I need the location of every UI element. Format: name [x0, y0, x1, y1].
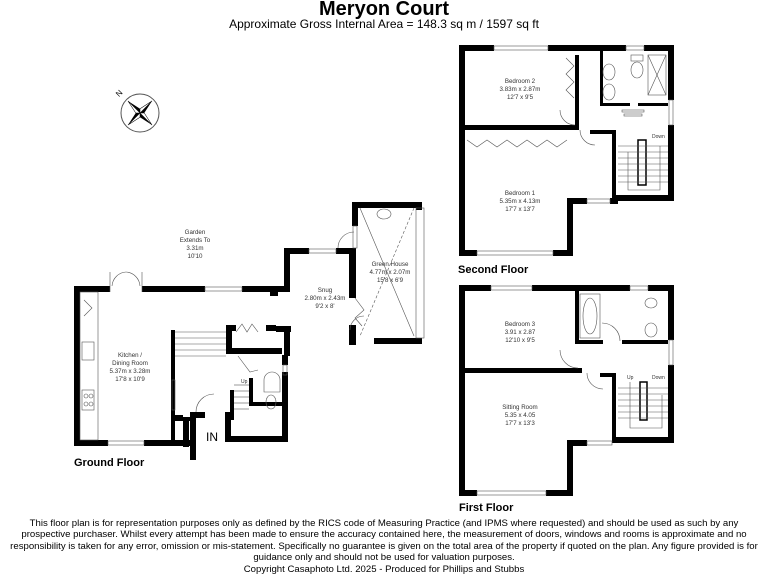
garden-extent: Garden Extends To 3.31m 10'10 [160, 229, 230, 261]
first-floor-plan [459, 285, 674, 496]
room-imperial: 12'7 x 9'5 [506, 94, 534, 101]
room-imperial: 17'8 x 10'9 [115, 376, 145, 383]
disclaimer: This floor plan is for representation pu… [6, 518, 762, 575]
room-green-house: Green House 4.77m x 2.07m 15'8 x 6'9 [360, 261, 420, 285]
second-floor-label: Second Floor [458, 264, 529, 276]
compass-rose-icon: N [114, 88, 160, 133]
page-title: Meryon Court [319, 0, 449, 20]
room-name: Green House [371, 261, 409, 268]
garden-metric: 3.31m [186, 245, 204, 252]
room-imperial: 17'7 x 13'7 [505, 206, 535, 213]
room-name: Sitting Room [502, 404, 538, 411]
room-snug: Snug 2.80m x 2.43m 9'2 x 8' [295, 287, 355, 311]
room-bedroom-1: Bedroom 1 5.35m x 4.13m 17'7 x 13'7 [470, 190, 570, 214]
stair-up-label: Up [241, 379, 248, 385]
ground-floor-plan [74, 202, 422, 460]
room-name: Snug [317, 287, 333, 294]
room-metric: 2.80m x 2.43m [304, 295, 346, 302]
ground-floor-label: Ground Floor [74, 457, 145, 469]
room-kitchen-dining: Kitchen / Dining Room 5.37m x 3.28m 17'8… [95, 352, 165, 384]
gross-internal-area: Approximate Gross Internal Area = 148.3 … [229, 17, 539, 31]
room-imperial: 15'8 x 6'9 [376, 277, 404, 284]
room-bedroom-3: Bedroom 3 3.91 x 2.87 12'10 x 9'5 [470, 321, 570, 345]
garden-imperial: 10'10 [187, 253, 203, 260]
stair-down-label: Down [652, 134, 665, 140]
room-imperial: 17'7 x 13'3 [505, 420, 535, 427]
room-sitting-room: Sitting Room 5.35 x 4.05 17'7 x 13'3 [470, 404, 570, 428]
copyright-text: Copyright Casaphoto Ltd. 2025 - Produced… [243, 563, 525, 575]
room-name: Bedroom 3 [504, 321, 536, 328]
second-floor-plan [459, 45, 674, 256]
room-metric: 5.37m x 3.28m [109, 368, 151, 375]
room-metric: 5.35m x 4.13m [499, 198, 541, 205]
room-name: Kitchen / [117, 352, 143, 359]
room-imperial: 12'10 x 9'5 [505, 337, 535, 344]
room-name: Bedroom 1 [504, 190, 536, 197]
room-imperial: 9'2 x 8' [315, 303, 335, 310]
entrance-label: IN [206, 430, 218, 444]
room-bedroom-2: Bedroom 2 3.83m x 2.87m 12'7 x 9'5 [470, 78, 570, 102]
garden-extends-label: Extends To [179, 237, 211, 244]
garden-label: Garden [184, 229, 206, 236]
room-metric: 5.35 x 4.05 [504, 412, 536, 419]
north-label: N [114, 88, 125, 99]
disclaimer-text: This floor plan is for representation pu… [10, 518, 758, 564]
stair-down-label: Down [652, 375, 665, 381]
room-metric: 3.91 x 2.87 [504, 329, 536, 336]
room-name: Bedroom 2 [504, 78, 536, 85]
first-floor-label: First Floor [459, 502, 514, 514]
stair-up-label: Up [627, 375, 634, 381]
room-metric: 3.83m x 2.87m [499, 86, 541, 93]
room-name-line2: Dining Room [112, 360, 148, 367]
room-metric: 4.77m x 2.07m [369, 269, 411, 276]
